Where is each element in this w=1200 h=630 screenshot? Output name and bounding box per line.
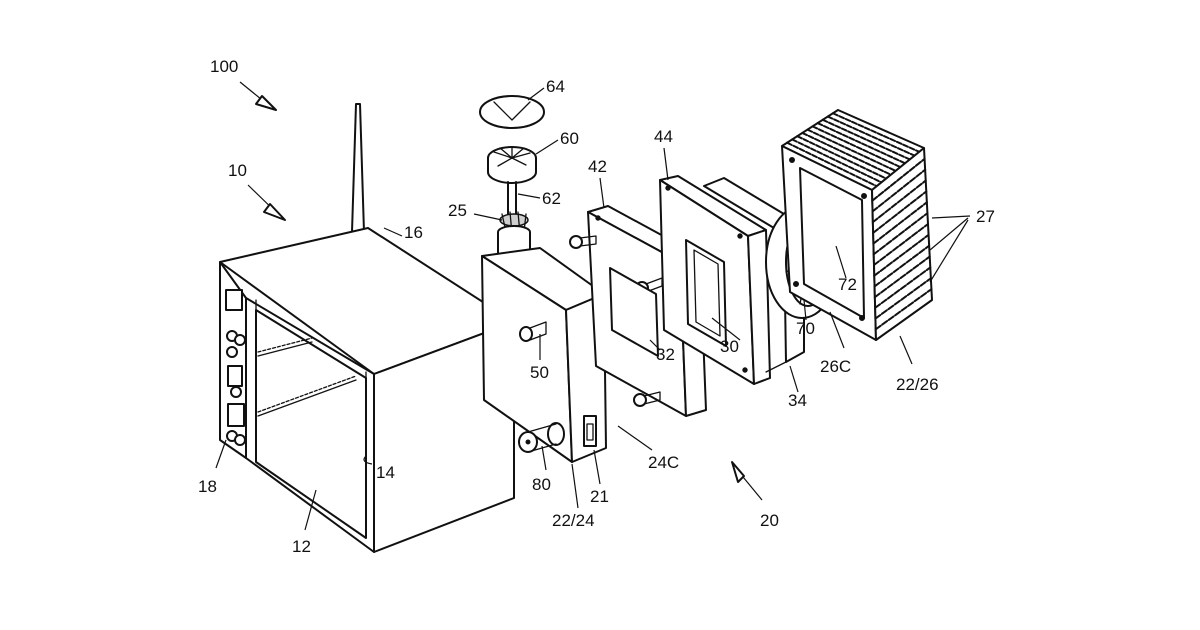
assembly-100-arrow — [240, 82, 276, 110]
label-20: 20 — [760, 511, 779, 530]
label-16: 16 — [404, 223, 423, 242]
label-24C: 24C — [648, 453, 679, 472]
switch-21 — [584, 416, 596, 446]
label-30: 30 — [720, 337, 739, 356]
label-62: 62 — [542, 189, 561, 208]
label-12: 12 — [292, 537, 311, 556]
label-22-26: 22/26 — [896, 375, 939, 394]
label-25: 25 — [448, 201, 467, 220]
label-70: 70 — [796, 319, 815, 338]
module-20-arrow — [732, 462, 762, 500]
label-50: 50 — [530, 363, 549, 382]
label-100: 100 — [210, 57, 238, 76]
label-26C: 26C — [820, 357, 851, 376]
label-44: 44 — [654, 127, 673, 146]
label-34: 34 — [788, 391, 807, 410]
antenna — [352, 104, 364, 232]
housing-10-arrow — [248, 185, 285, 220]
side-switch-1 — [226, 290, 242, 310]
label-27: 27 — [976, 207, 995, 226]
label-42: 42 — [588, 157, 607, 176]
label-14: 14 — [376, 463, 395, 482]
label-60: 60 — [560, 129, 579, 148]
label-80: 80 — [532, 475, 551, 494]
label-22-24: 22/24 — [552, 511, 595, 530]
label-32: 32 — [656, 345, 675, 364]
housing-box — [220, 228, 514, 552]
label-10: 10 — [228, 161, 247, 180]
label-18: 18 — [198, 477, 217, 496]
fan-assembly-top — [480, 96, 544, 260]
label-64: 64 — [546, 77, 565, 96]
label-21: 21 — [590, 487, 609, 506]
label-72: 72 — [838, 275, 857, 294]
